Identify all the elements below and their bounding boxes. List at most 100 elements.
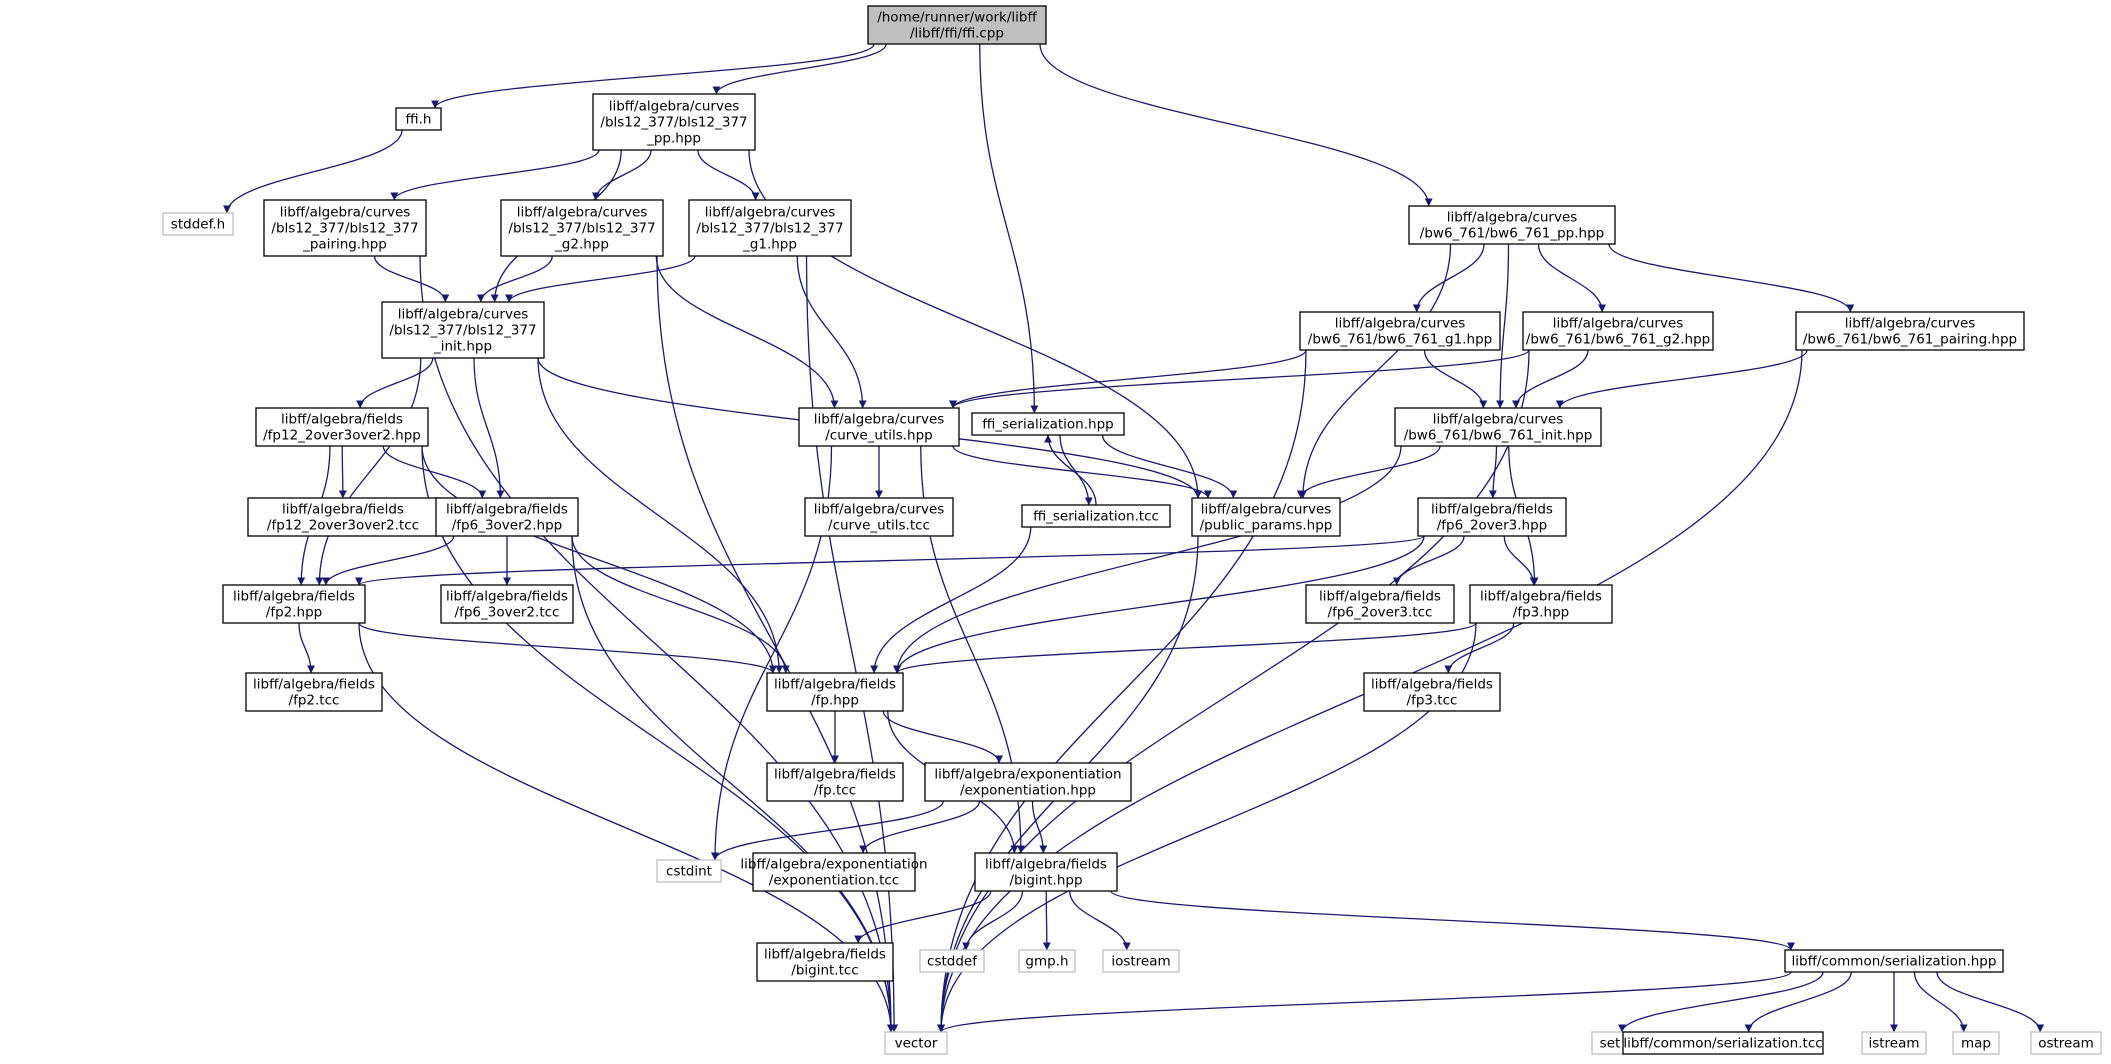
node-box — [247, 497, 439, 537]
node-box — [255, 407, 429, 447]
node-label: /bw6_761/bw6_761_init.hpp — [1404, 428, 1593, 444]
node-ostream: ostream — [2030, 1031, 2102, 1055]
node-fp2-tcc[interactable]: libff/algebra/fields/fp2.tcc — [245, 672, 383, 712]
node-ffi-h[interactable]: ffi.h — [395, 107, 442, 131]
node-box — [1795, 311, 2025, 351]
node-label: libff/algebra/fields — [1319, 589, 1441, 605]
node-bw-g2[interactable]: libff/algebra/curves/bw6_761/bw6_761_g2.… — [1522, 311, 1714, 351]
edge-fp12-to-fp12_tcc — [338, 445, 347, 499]
node-label: /bw6_761/bw6_761_g2.hpp — [1526, 332, 1710, 348]
node-label: /fp6_3over2.hpp — [452, 518, 562, 534]
node-ffi-ser[interactable]: ffi_serialization.hpp — [971, 412, 1125, 436]
node-label: /fp.tcc — [814, 783, 856, 799]
edge-bls_init-to-fp — [537, 357, 784, 674]
edge-bw_g2-to-bw_init — [1512, 349, 1589, 409]
node-bls-pp[interactable]: libff/algebra/curves/bls12_377/bls12_377… — [592, 93, 756, 151]
edge-bw_g2-to-curve_utils — [949, 349, 1530, 409]
node-label: libff/algebra/curves — [517, 205, 648, 221]
node-label: libff/algebra/fields — [1371, 677, 1493, 693]
node-label: libff/algebra/curves — [1845, 316, 1976, 332]
node-bls-init[interactable]: libff/algebra/curves/bls12_377/bls12_377… — [381, 301, 545, 359]
node-box — [162, 212, 234, 236]
edge-fp2-to-fp — [358, 622, 777, 674]
node-fp[interactable]: libff/algebra/fields/fp.hpp — [766, 672, 904, 712]
node-fp12[interactable]: libff/algebra/fields/fp12_2over3over2.hp… — [255, 407, 429, 447]
node-fp12-tcc[interactable]: libff/algebra/fields/fp12_2over3over2.tc… — [247, 497, 439, 537]
node-label: /fp6_2over3.tcc — [1328, 605, 1433, 621]
node-expo[interactable]: libff/algebra/exponentiation/exponentiat… — [924, 762, 1132, 802]
node-fp6-2o3[interactable]: libff/algebra/fields/fp6_2over3.hpp — [1417, 497, 1567, 537]
edge-bw_pp-to-bw_init — [1496, 243, 1510, 409]
node-fp6-3o2[interactable]: libff/algebra/fields/fp6_3over2.hpp — [435, 497, 579, 537]
node-fp3[interactable]: libff/algebra/fields/fp3.hpp — [1469, 584, 1613, 624]
node-label: /fp2.hpp — [266, 605, 322, 621]
node-label: map — [1961, 1036, 1991, 1052]
node-fp-tcc[interactable]: libff/algebra/fields/fp.tcc — [766, 762, 904, 802]
node-box — [971, 412, 1125, 436]
node-public-params[interactable]: libff/algebra/curves/public_params.hpp — [1191, 497, 1341, 537]
node-box — [919, 949, 985, 973]
node-label: stddef.h — [171, 217, 225, 233]
node-fp6-3o2-tcc[interactable]: libff/algebra/fields/fp6_3over2.tcc — [440, 584, 574, 624]
node-bw-pp[interactable]: libff/algebra/curves/bw6_761/bw6_761_pp.… — [1408, 205, 1616, 245]
node-box — [1191, 497, 1341, 537]
node-bigint-tcc[interactable]: libff/algebra/fields/bigint.tcc — [756, 942, 894, 982]
node-label: /fp3.hpp — [1513, 605, 1569, 621]
node-fp6-2o3-tcc[interactable]: libff/algebra/fields/fp6_2over3.tcc — [1305, 584, 1455, 624]
edge-root-to-bls_pp — [712, 43, 887, 95]
edge-bls_init-to-fp6_3o2 — [473, 357, 505, 499]
node-label: _g2.hpp — [554, 237, 609, 253]
node-box — [884, 1031, 948, 1055]
node-label: libff/algebra/curves — [280, 205, 411, 221]
node-map: map — [1952, 1031, 2000, 1055]
node-bigint[interactable]: libff/algebra/fields/bigint.hpp — [974, 852, 1118, 892]
node-curve-utils-tcc[interactable]: libff/algebra/curves/curve_utils.tcc — [804, 497, 954, 537]
edge-bls_g1-to-bls_init — [505, 255, 696, 303]
edge-fp6_2o3-to-fp — [893, 535, 1425, 674]
edge-ffi_ser-to-public_params — [1101, 434, 1238, 499]
node-box — [1018, 949, 1076, 973]
edge-fp-to-expo — [882, 710, 1004, 764]
node-box — [500, 199, 664, 257]
node-box — [1522, 311, 1714, 351]
node-bw-init[interactable]: libff/algebra/curves/bw6_761/bw6_761_ini… — [1394, 407, 1602, 447]
edge-bigint-to-gmp_h — [1042, 890, 1051, 951]
node-label: vector — [895, 1036, 938, 1052]
node-label: libff/algebra/exponentiation — [934, 767, 1121, 783]
node-label: /bw6_761/bw6_761_pairing.hpp — [1803, 332, 2017, 348]
node-box — [756, 942, 894, 982]
node-curve-utils[interactable]: libff/algebra/curves/curve_utils.hpp — [798, 407, 960, 447]
node-ffi-ser-tcc[interactable]: ffi_serialization.tcc — [1021, 504, 1171, 528]
node-label: libff/common/serialization.tcc — [1623, 1036, 1822, 1052]
edge-fp6_2o3-to-fp2 — [355, 535, 1425, 586]
node-bw-pairing[interactable]: libff/algebra/curves/bw6_761/bw6_761_pai… — [1795, 311, 2025, 351]
edge-bigint-to-cstddef — [962, 890, 1024, 951]
node-label: libff/common/serialization.hpp — [1792, 954, 1997, 970]
edge-fp6_2o3-to-fp3 — [1503, 535, 1538, 586]
edge-bw_init-to-public_params — [1296, 445, 1441, 499]
node-label: /bls12_377/bls12_377 — [696, 221, 843, 237]
node-box — [1394, 407, 1602, 447]
edge-bls_g2-to-vector — [656, 255, 895, 1033]
node-fp2[interactable]: libff/algebra/fields/fp2.hpp — [222, 584, 366, 624]
node-fp3-tcc[interactable]: libff/algebra/fields/fp3.tcc — [1363, 672, 1501, 712]
node-label: libff/algebra/fields — [253, 677, 375, 693]
node-expo-tcc[interactable]: libff/algebra/exponentiation/exponentiat… — [740, 852, 928, 892]
node-box — [1102, 949, 1180, 973]
node-istream: istream — [1861, 1031, 1927, 1055]
node-label: /bigint.hpp — [1009, 873, 1082, 889]
edge-bigint-to-bigint_tcc — [854, 890, 992, 944]
node-serialization-tcc[interactable]: libff/common/serialization.tcc — [1622, 1031, 1824, 1055]
node-box — [1408, 205, 1616, 245]
edge-fp6_2o3-to-fp6_2o3_tcc — [1392, 535, 1465, 586]
node-serialization[interactable]: libff/common/serialization.hpp — [1784, 949, 2004, 973]
node-root[interactable]: /home/runner/work/libff/libff/ffi/ffi.cp… — [867, 5, 1047, 45]
edge-fp2-to-fp2_tcc — [298, 622, 315, 674]
node-bw-g1[interactable]: libff/algebra/curves/bw6_761/bw6_761_g1.… — [1299, 311, 1501, 351]
node-bls-g2[interactable]: libff/algebra/curves/bls12_377/bls12_377… — [500, 199, 664, 257]
node-bls-pairing[interactable]: libff/algebra/curves/bls12_377/bls12_377… — [263, 199, 427, 257]
node-label: /curve_utils.hpp — [825, 428, 933, 444]
node-stddef-h: stddef.h — [162, 212, 234, 236]
edge-serialization-to-serialization_tcc — [1744, 971, 1852, 1033]
node-bls-g1[interactable]: libff/algebra/curves/bls12_377/bls12_377… — [688, 199, 852, 257]
